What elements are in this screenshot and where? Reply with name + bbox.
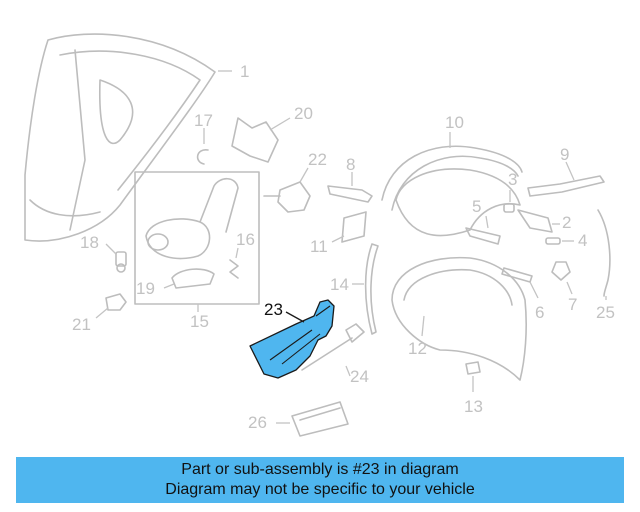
callout-26: 26	[248, 413, 267, 432]
strip-part-6	[501, 267, 539, 299]
callout-3: 3	[508, 170, 517, 189]
parts-diagram: 1 2 3 4 5 6 7 8 9	[24, 33, 615, 437]
seal-strip-part-14	[352, 243, 379, 335]
callout-4: 4	[578, 231, 587, 250]
callout-13: 13	[464, 397, 483, 416]
callout-22: 22	[308, 150, 327, 169]
callout-5: 5	[472, 197, 481, 216]
callout-12: 12	[408, 339, 427, 358]
quarter-panel-part-1	[24, 33, 232, 242]
callout-23: 23	[264, 300, 283, 319]
actuator-part-21	[95, 293, 127, 319]
callout-19: 19	[136, 279, 155, 298]
arch-molding-part-10	[381, 132, 523, 211]
rod-part-24	[301, 323, 365, 377]
callout-2: 2	[562, 213, 571, 232]
callout-10: 10	[445, 113, 464, 132]
callout-16: 16	[236, 230, 255, 249]
trim-part-9	[527, 161, 605, 197]
clip-part-7	[551, 261, 573, 295]
hinge-bracket-part-8	[327, 172, 373, 203]
wheelhouse-part-12	[391, 256, 527, 381]
plug-part-4	[545, 237, 574, 245]
arch-liner	[395, 168, 521, 237]
callout-17: 17	[194, 111, 213, 130]
callout-18: 18	[80, 233, 99, 252]
banner-line-2: Diagram may not be specific to your vehi…	[165, 481, 475, 498]
bolt-part-18	[105, 243, 127, 273]
bracket-part-20	[231, 117, 291, 163]
callout-20: 20	[294, 104, 313, 123]
clip-part-3	[503, 190, 515, 213]
callout-14: 14	[330, 275, 349, 294]
info-banner: Part or sub-assembly is #23 in diagram D…	[16, 457, 624, 503]
hook-part-17	[196, 128, 209, 165]
seal-part-19	[163, 268, 215, 289]
bracket-part-5	[465, 215, 501, 245]
callout-11: 11	[310, 237, 328, 256]
block-part-13	[465, 361, 481, 392]
plate-part-11	[331, 211, 367, 243]
callout-6: 6	[535, 303, 544, 322]
callout-8: 8	[346, 155, 355, 174]
fuel-door-group-part-15	[134, 171, 260, 312]
banner-line-1: Part or sub-assembly is #23 in diagram	[181, 461, 459, 478]
spring-part-16	[229, 247, 239, 279]
callout-15: 15	[190, 312, 209, 331]
bracket-part-2	[517, 209, 560, 233]
callout-7: 7	[568, 295, 577, 314]
callout-25: 25	[596, 303, 615, 322]
callout-1: 1	[240, 62, 249, 81]
highlighted-part-23	[249, 299, 335, 379]
latch-part-22	[263, 167, 311, 213]
reflector-part-26	[276, 401, 349, 437]
callout-24: 24	[350, 367, 369, 386]
callout-21: 21	[72, 315, 91, 334]
callout-9: 9	[560, 145, 569, 164]
wire-part-25	[597, 209, 611, 300]
